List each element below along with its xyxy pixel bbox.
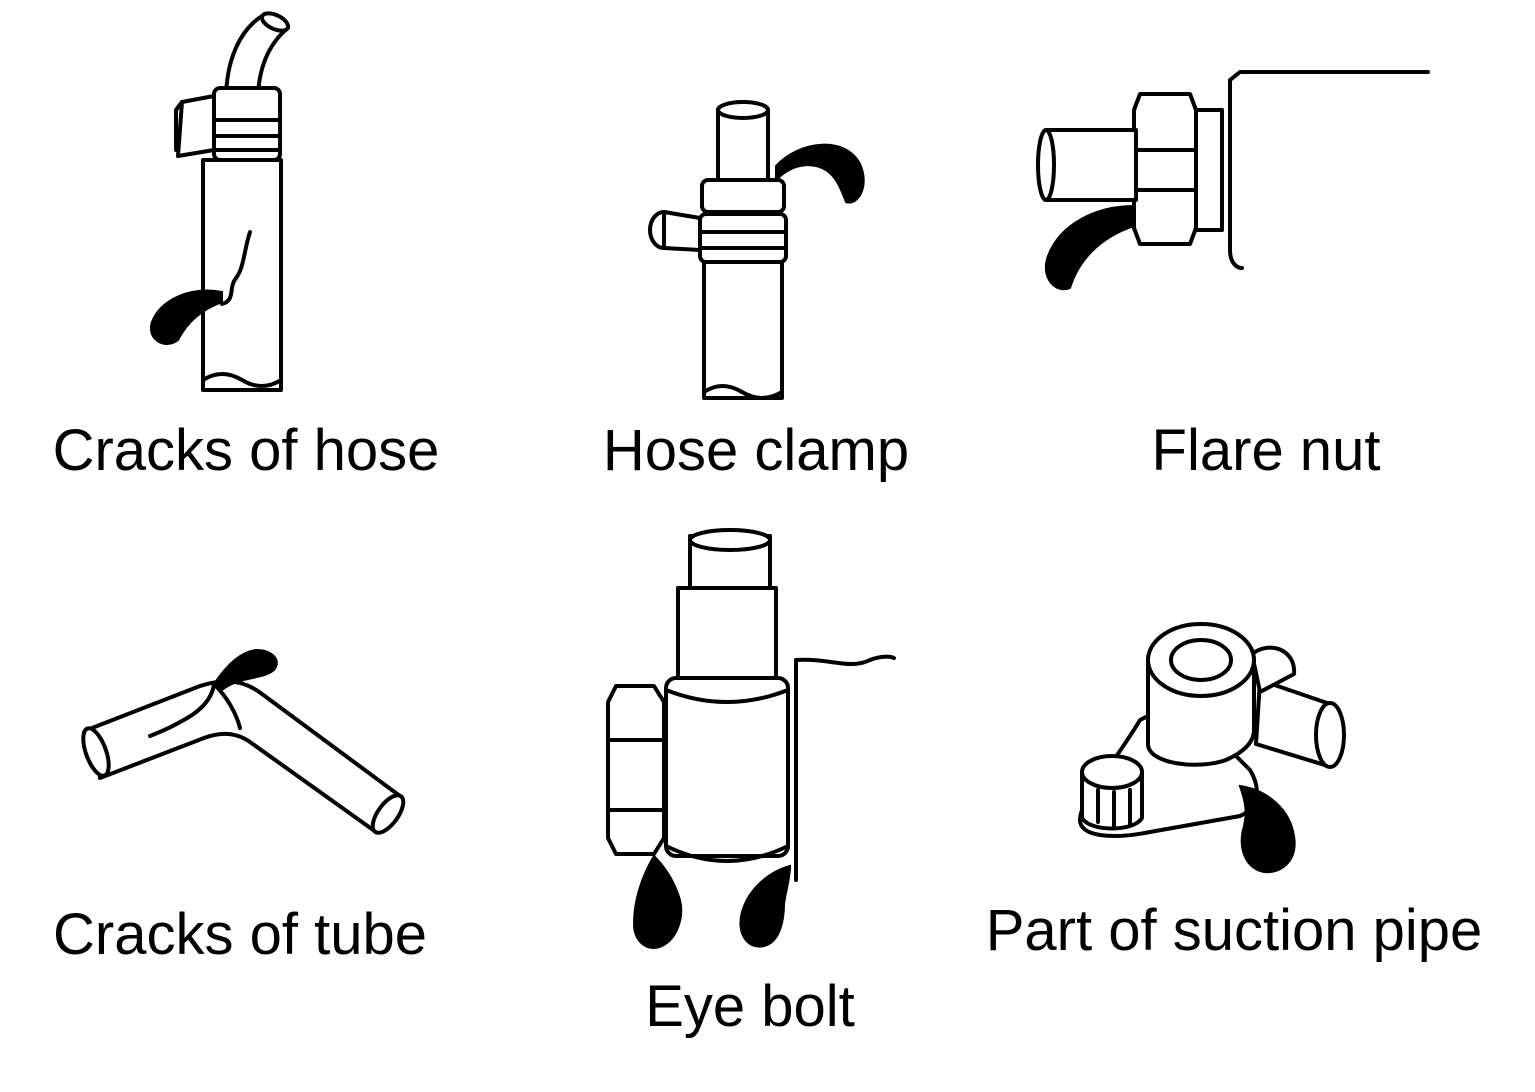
part-of-suction-pipe-illustration [1078,622,1346,874]
hose-clamp-illustration [648,100,865,400]
label-part-of-suction-pipe: Part of suction pipe [985,898,1483,963]
label-hose-clamp: Hose clamp [602,418,910,483]
flare-nut-illustration [1036,70,1430,291]
label-cracks-of-hose: Cracks of hose [52,418,440,483]
label-cracks-of-tube: Cracks of tube [53,902,427,967]
cracks-of-tube-illustration [81,648,406,835]
cracks-of-hose-illustration [149,11,291,392]
label-flare-nut: Flare nut [1151,418,1381,483]
label-eye-bolt: Eye bolt [645,974,855,1039]
eye-bolt-illustration [606,528,896,949]
